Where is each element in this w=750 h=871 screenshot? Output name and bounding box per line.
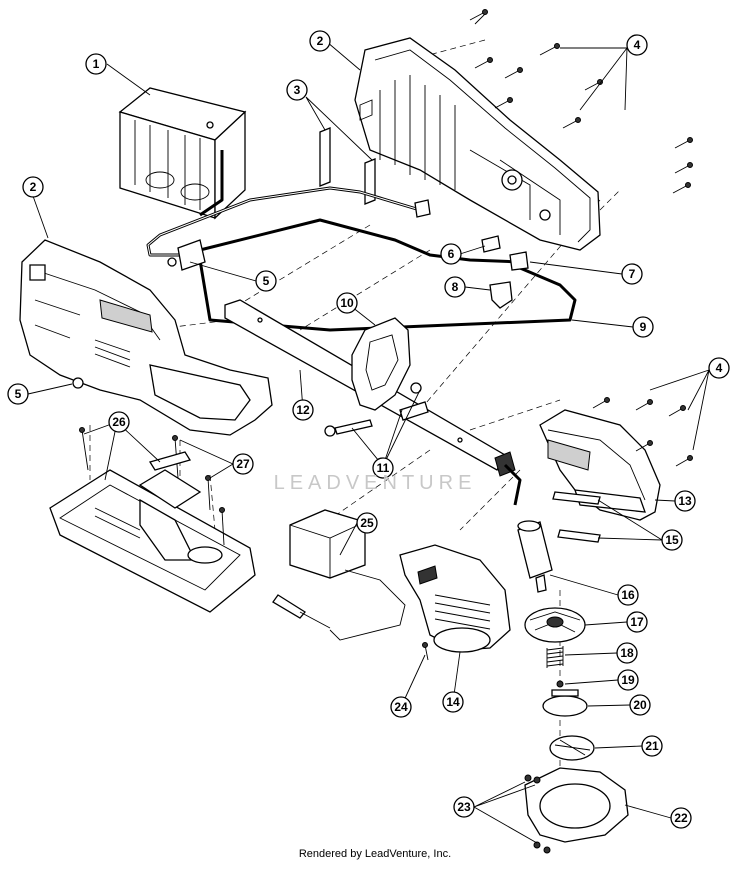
callout-circle bbox=[442, 691, 464, 713]
callout-14[interactable]: 14 bbox=[446, 695, 460, 709]
callout-circle bbox=[292, 399, 314, 421]
line-guard bbox=[524, 767, 629, 843]
spring bbox=[546, 646, 564, 668]
guard-screws bbox=[524, 774, 551, 854]
callout-circle bbox=[22, 176, 44, 198]
callout-circle bbox=[626, 34, 648, 56]
callout-24[interactable]: 24 bbox=[394, 700, 408, 714]
callout-22[interactable]: 22 bbox=[674, 811, 688, 825]
callout-circle bbox=[661, 529, 683, 551]
callout-circle bbox=[626, 611, 648, 633]
callout-circle bbox=[356, 512, 378, 534]
footer-credit: Rendered by LeadVenture, Inc. bbox=[298, 848, 452, 860]
watermark: LEADVENTURE bbox=[273, 472, 477, 494]
callout-circle bbox=[390, 696, 412, 718]
callout-circle bbox=[85, 53, 107, 75]
felt-strips bbox=[552, 491, 601, 543]
callout-5-switch[interactable]: 5 bbox=[263, 274, 270, 288]
wiring-harness bbox=[146, 186, 577, 332]
callout-2-top[interactable]: 2 bbox=[317, 34, 324, 48]
callout-7[interactable]: 7 bbox=[629, 267, 636, 281]
callout-17[interactable]: 17 bbox=[630, 615, 644, 629]
charging-base bbox=[49, 469, 256, 613]
motor-cover-half bbox=[399, 544, 511, 653]
switch-5 bbox=[167, 239, 206, 271]
callout-3[interactable]: 3 bbox=[294, 83, 301, 97]
callout-circle bbox=[232, 453, 254, 475]
callout-1[interactable]: 1 bbox=[93, 57, 100, 71]
callout-19[interactable]: 19 bbox=[621, 673, 635, 687]
callout-circle bbox=[621, 263, 643, 285]
callout-circle bbox=[7, 383, 29, 405]
callout-6[interactable]: 6 bbox=[448, 247, 455, 261]
callout-circle bbox=[708, 357, 730, 379]
callout-circle bbox=[674, 490, 696, 512]
motor-housing-half bbox=[539, 409, 661, 521]
callout-circle bbox=[616, 642, 638, 664]
callout-11[interactable]: 11 bbox=[377, 461, 390, 475]
callout-12[interactable]: 12 bbox=[296, 403, 310, 417]
callout-circle bbox=[617, 584, 639, 606]
callout-circle bbox=[641, 735, 663, 757]
callout-9[interactable]: 9 bbox=[640, 320, 647, 334]
callout-circle bbox=[309, 30, 331, 52]
callout-15[interactable]: 15 bbox=[665, 533, 679, 547]
callout-circle bbox=[255, 270, 277, 292]
motor bbox=[517, 520, 553, 593]
housing-screws-lower bbox=[592, 397, 693, 467]
callout-10[interactable]: 10 bbox=[340, 296, 354, 310]
callout-4-top[interactable]: 4 bbox=[634, 38, 641, 52]
callout-2-left[interactable]: 2 bbox=[30, 180, 37, 194]
callout-23[interactable]: 23 bbox=[457, 800, 471, 814]
callout-8[interactable]: 8 bbox=[452, 280, 459, 294]
spool-cap bbox=[549, 735, 595, 761]
callout-layer: 1 2 2 3 4 4 5 5 6 7 8 9 10 11 12 13 14 bbox=[7, 30, 730, 829]
right-housing-half bbox=[354, 37, 601, 251]
callout-5-grommet[interactable]: 5 bbox=[15, 387, 22, 401]
housing-screws-top bbox=[469, 9, 693, 194]
spool bbox=[542, 689, 588, 717]
callout-circle bbox=[632, 316, 654, 338]
callout-circle bbox=[108, 411, 130, 433]
charger-screws bbox=[79, 427, 225, 546]
callout-circle bbox=[336, 292, 358, 314]
battery-pack bbox=[118, 87, 247, 220]
callout-circle bbox=[617, 669, 639, 691]
callout-20[interactable]: 20 bbox=[633, 698, 647, 712]
callout-circle bbox=[444, 276, 466, 298]
charger-adapter bbox=[272, 509, 406, 641]
callout-circle bbox=[670, 807, 692, 829]
callout-circle bbox=[286, 79, 308, 101]
assist-handle bbox=[324, 317, 429, 437]
callout-27[interactable]: 27 bbox=[236, 457, 250, 471]
callout-16[interactable]: 16 bbox=[621, 588, 635, 602]
callout-circle bbox=[453, 796, 475, 818]
retainer bbox=[556, 680, 564, 688]
callout-21[interactable]: 21 bbox=[645, 739, 659, 753]
callout-25[interactable]: 25 bbox=[360, 516, 374, 530]
leader-lines bbox=[27, 41, 710, 844]
callout-13[interactable]: 13 bbox=[678, 494, 692, 508]
callout-26[interactable]: 26 bbox=[112, 415, 126, 429]
callout-18[interactable]: 18 bbox=[620, 646, 634, 660]
fan bbox=[524, 607, 586, 643]
connectors bbox=[414, 199, 529, 309]
screw-24 bbox=[422, 642, 429, 661]
left-housing-half bbox=[19, 239, 273, 436]
callout-circle bbox=[629, 694, 651, 716]
callout-4-lower[interactable]: 4 bbox=[716, 361, 723, 375]
callout-circle bbox=[372, 457, 394, 479]
callout-circle bbox=[440, 243, 462, 265]
grommet bbox=[72, 377, 84, 389]
